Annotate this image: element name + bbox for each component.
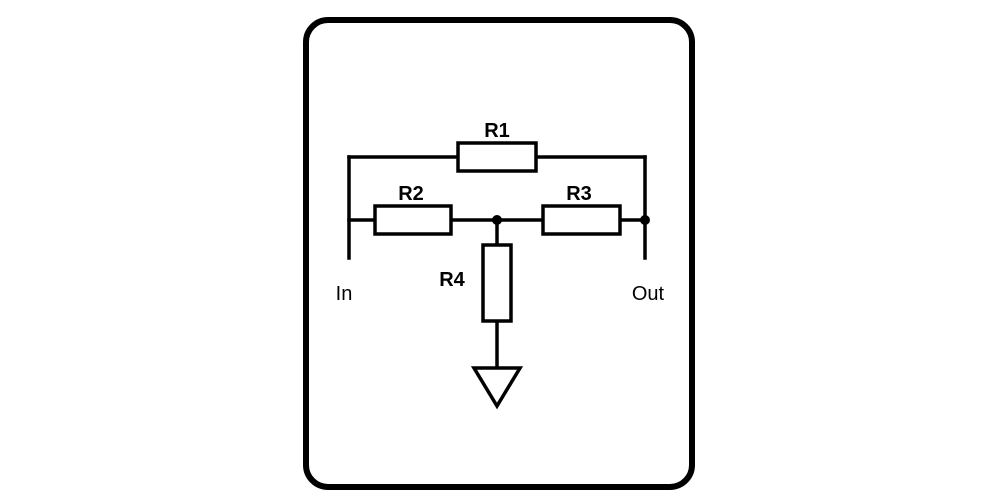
junction-dot-center [492, 215, 502, 225]
resistor-r1 [456, 141, 538, 173]
r2-label: R2 [398, 183, 424, 205]
r3-label: R3 [566, 183, 592, 205]
resistor-r2 [373, 204, 453, 236]
r1-label: R1 [484, 120, 510, 142]
r4-label: R4 [439, 269, 465, 291]
junction-dot-output [640, 215, 650, 225]
resistor-r4 [481, 243, 513, 323]
output-terminal-label: Out [632, 283, 665, 305]
ground-icon [470, 366, 524, 410]
input-terminal-label: In [336, 283, 353, 305]
resistor-r3 [541, 204, 622, 236]
